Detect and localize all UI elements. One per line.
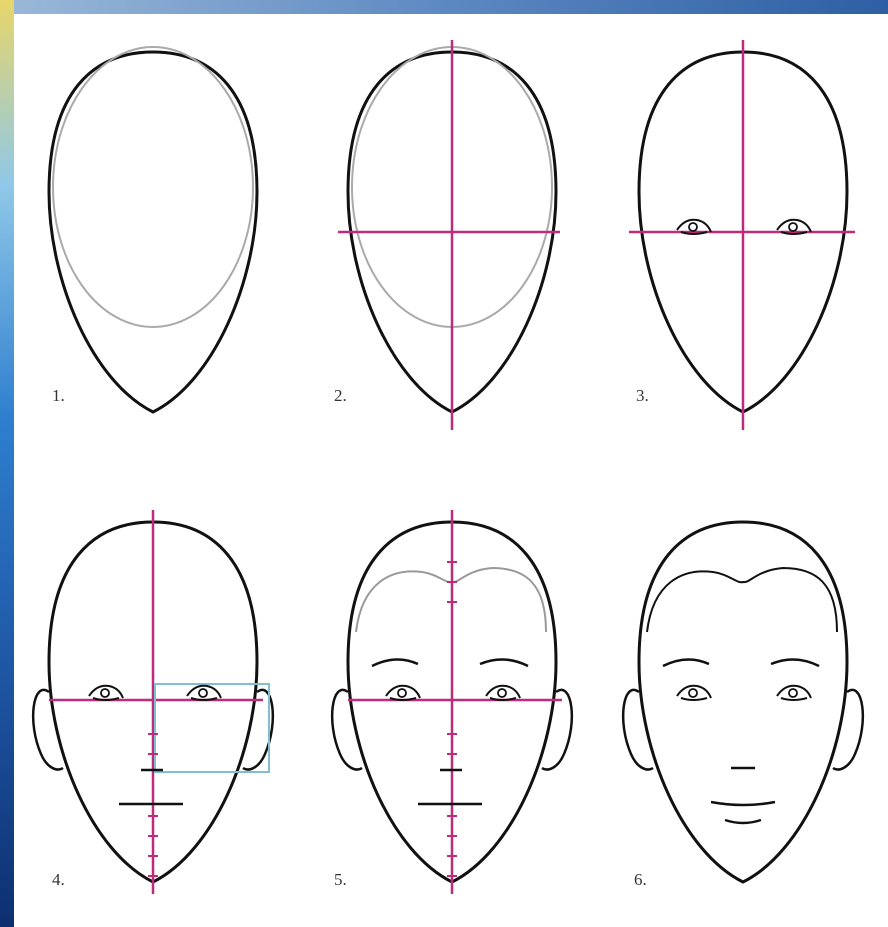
left-ear: [623, 690, 653, 770]
measure-box: [155, 684, 269, 772]
step-5-figure: [332, 510, 572, 894]
right-eyebrow: [771, 659, 819, 666]
step-label-5: 5.: [334, 870, 347, 890]
hairline: [647, 568, 837, 632]
step-label-2: 2.: [334, 386, 347, 406]
right-eye: [777, 686, 811, 700]
left-eye: [677, 686, 711, 700]
left-eyebrow: [663, 659, 709, 666]
mouth-lower: [725, 820, 761, 823]
left-eye: [89, 686, 123, 700]
mouth-upper: [711, 802, 775, 805]
left-eye: [386, 686, 420, 700]
right-eyebrow: [480, 659, 528, 666]
construction-circle: [53, 47, 253, 327]
left-ear: [33, 690, 63, 770]
step-6-figure: [623, 522, 863, 882]
right-ear: [833, 690, 863, 770]
right-ear: [542, 690, 572, 770]
step-1-figure: [49, 47, 257, 412]
step-4-figure: [33, 510, 273, 894]
left-eyebrow: [372, 659, 418, 666]
step-label-4: 4.: [52, 870, 65, 890]
right-eye: [486, 686, 520, 700]
right-eye: [187, 686, 221, 700]
step-2-figure: [338, 40, 560, 430]
head-outline: [49, 52, 257, 412]
step-label-6: 6.: [634, 870, 647, 890]
step-label-3: 3.: [636, 386, 649, 406]
step-3-figure: [629, 40, 855, 430]
left-ear: [332, 690, 362, 770]
step-label-1: 1.: [52, 386, 65, 406]
